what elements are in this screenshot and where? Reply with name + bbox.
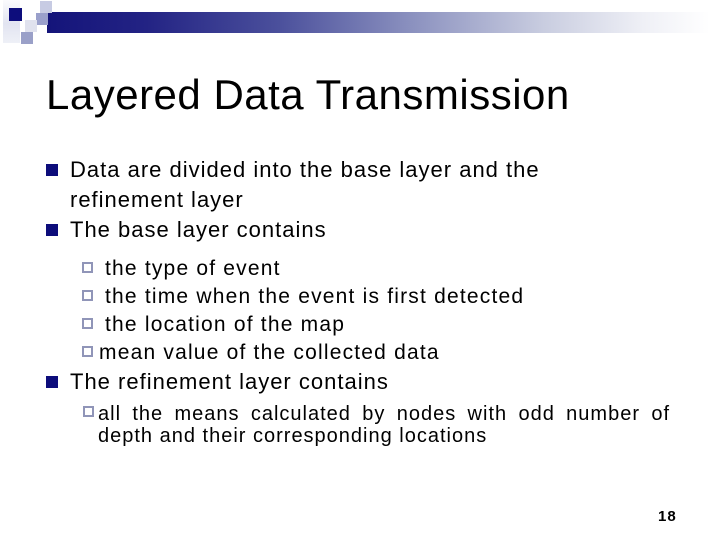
bullet-item: Data are divided into the base layer and… <box>44 155 640 215</box>
sub-bullet-item: the time when the event is first detecte… <box>44 283 684 311</box>
header-gradient-bar <box>47 12 710 33</box>
bullet-text: The refinement layer contains <box>70 369 389 394</box>
sub-bullet-item: mean value of the collected data <box>44 339 684 367</box>
hollow-square-icon <box>82 346 93 357</box>
deco-pale-square-2-icon <box>25 20 37 32</box>
bullet-text: Data are divided into the base layer and… <box>70 157 540 212</box>
filled-square-icon <box>46 164 58 176</box>
filled-square-icon <box>46 376 58 388</box>
hollow-square-icon <box>82 318 93 329</box>
sub-bullet-item: the location of the map <box>44 311 684 339</box>
slide-body: Data are divided into the base layer and… <box>44 150 684 447</box>
deco-navy-square-icon <box>9 8 22 21</box>
hollow-square-icon <box>82 262 93 273</box>
deco-pale-square-icon <box>40 1 52 13</box>
deco-slate-square-icon <box>36 13 48 25</box>
sub-bullet-text: the location of the map <box>105 313 346 336</box>
bullet-item: The refinement layer contains <box>44 367 640 397</box>
sub-bullet-list: the type of event the time when the even… <box>44 255 684 367</box>
sub-bullet-item: the type of event <box>44 255 684 283</box>
sub-bullet-text: mean value of the collected data <box>99 341 440 364</box>
hollow-square-icon <box>82 290 93 301</box>
sub-bullet-text: the time when the event is first detecte… <box>105 285 525 308</box>
sub-bullet-item: all the means calculated by nodes with o… <box>44 403 670 447</box>
page-number: 18 <box>658 508 677 525</box>
slide-title: Layered Data Transmission <box>46 71 570 118</box>
filled-square-icon <box>46 224 58 236</box>
deco-vertical-strip <box>3 0 20 43</box>
sub-bullet-text: the type of event <box>105 257 281 280</box>
hollow-square-icon <box>83 406 94 417</box>
sub-bullet-text: all the means calculated by nodes with o… <box>98 403 670 447</box>
deco-medium-square-icon <box>21 32 33 44</box>
bullet-item: The base layer contains <box>44 215 640 245</box>
bullet-text: The base layer contains <box>70 217 327 242</box>
